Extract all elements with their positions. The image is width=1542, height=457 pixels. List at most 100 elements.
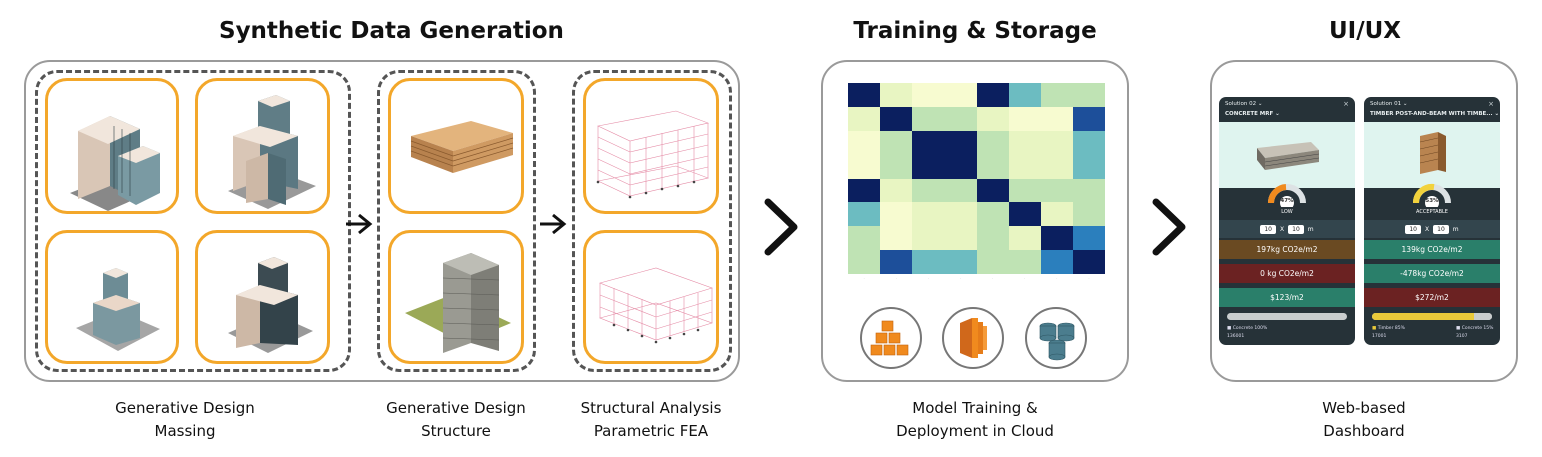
building-massing-icon bbox=[228, 95, 316, 209]
rating-label: LOW bbox=[1281, 209, 1293, 215]
gauge-value: 47% bbox=[1280, 198, 1294, 204]
close-icon[interactable]: × bbox=[1488, 100, 1494, 108]
heatmap-cell bbox=[976, 130, 1009, 155]
carbon-gauge bbox=[1267, 184, 1306, 207]
heatmap-cell bbox=[1072, 202, 1105, 227]
legend-value: 17001 bbox=[1372, 334, 1387, 339]
heatmap-cell bbox=[1072, 83, 1105, 107]
heatmap-cell bbox=[1040, 154, 1073, 179]
heatmap-cell bbox=[880, 130, 913, 155]
dashboard-card-left: Solution 02 ⌄ × CONCRETE MRF ⌄ 47% LOW 1… bbox=[1219, 97, 1355, 345]
heatmap-cell bbox=[1008, 83, 1041, 107]
heatmap-cell bbox=[944, 83, 977, 107]
heatmap-cell bbox=[944, 178, 977, 203]
heatmap-cell bbox=[1072, 130, 1105, 155]
structure-tile-1 bbox=[388, 78, 524, 214]
right-arrow-icon bbox=[346, 213, 373, 235]
structure-group bbox=[377, 70, 536, 372]
material-mix-bar bbox=[1227, 313, 1347, 320]
heatmap-cell bbox=[1008, 226, 1041, 251]
building-preview bbox=[1364, 122, 1500, 188]
heatmap-cell bbox=[976, 83, 1009, 107]
cost-row: $272/m2 bbox=[1364, 288, 1500, 307]
concrete-structure-icon bbox=[405, 253, 511, 353]
building-massing-icon bbox=[228, 257, 313, 353]
heatmap-cell bbox=[880, 154, 913, 179]
fea-tile-1 bbox=[583, 78, 719, 214]
gauge-value: 53% bbox=[1425, 198, 1439, 204]
cost-row: $123/m2 bbox=[1219, 288, 1355, 307]
heatmap-cell bbox=[1008, 250, 1041, 274]
sequestered-carbon-row: 0 kg CO2e/m2 bbox=[1219, 264, 1355, 283]
heatmap-cell bbox=[848, 83, 881, 107]
heatmap-cell bbox=[912, 106, 945, 131]
heatmap-cell bbox=[1072, 106, 1105, 131]
heatmap-cell bbox=[912, 154, 945, 179]
massing-tile-4 bbox=[195, 230, 330, 364]
timber-structure-icon bbox=[410, 121, 514, 173]
heatmap-cell bbox=[848, 250, 881, 274]
aws-compute-icon bbox=[942, 307, 1004, 369]
structure-tile-2 bbox=[388, 230, 524, 364]
building-preview bbox=[1219, 122, 1355, 188]
heatmap-cell bbox=[1040, 250, 1073, 274]
heatmap-cell bbox=[1040, 106, 1073, 131]
heatmap-cell bbox=[880, 83, 913, 107]
uiux-title: UI/UX bbox=[1328, 18, 1402, 44]
synthetic-data-title: Synthetic Data Generation bbox=[219, 18, 564, 44]
legend-concrete: ■ Concrete 15% bbox=[1456, 326, 1494, 331]
heatmap-cell bbox=[912, 202, 945, 227]
legend-value: 136001 bbox=[1227, 334, 1245, 339]
heatmap-cell bbox=[848, 202, 881, 227]
heatmap-cell bbox=[976, 250, 1009, 274]
aws-container-icon bbox=[860, 307, 922, 369]
chevron-right-icon bbox=[1152, 198, 1186, 256]
fea-group bbox=[572, 70, 732, 372]
system-selector[interactable]: CONCRETE MRF ⌄ bbox=[1225, 111, 1280, 117]
heatmap-cell bbox=[976, 202, 1009, 227]
fea-frame-icon bbox=[599, 267, 713, 344]
rating-label: ACCEPTABLE bbox=[1416, 209, 1448, 215]
close-icon[interactable]: × bbox=[1343, 100, 1349, 108]
system-selector[interactable]: TIMBER POST-AND-BEAM WITH TIMBE... ⌄ bbox=[1370, 111, 1500, 117]
heatmap-cell bbox=[848, 226, 881, 251]
heatmap-cell bbox=[848, 130, 881, 155]
solution-selector[interactable]: Solution 02 ⌄ bbox=[1225, 101, 1263, 107]
heatmap-cell bbox=[1008, 130, 1041, 155]
correlation-heatmap bbox=[848, 83, 1105, 274]
carbon-gauge bbox=[1412, 183, 1451, 207]
training-storage-title: Training & Storage bbox=[853, 18, 1097, 44]
heatmap-cell bbox=[880, 226, 913, 251]
heatmap-cell bbox=[1072, 178, 1105, 203]
heatmap-cell bbox=[912, 130, 945, 155]
massing-group bbox=[35, 70, 351, 372]
heatmap-cell bbox=[1008, 154, 1041, 179]
heatmap-cell bbox=[1072, 250, 1105, 274]
heatmap-cell bbox=[976, 226, 1009, 251]
massing-tile-1 bbox=[45, 78, 179, 214]
dashboard-card-right: Solution 01 ⌄ × TIMBER POST-AND-BEAM WIT… bbox=[1364, 97, 1500, 345]
database-icon bbox=[1025, 307, 1087, 369]
heatmap-cell bbox=[976, 106, 1009, 131]
heatmap-cell bbox=[848, 178, 881, 203]
heatmap-cell bbox=[912, 83, 945, 107]
building-massing-icon bbox=[70, 116, 160, 211]
chevron-right-icon bbox=[764, 198, 798, 256]
heatmap-cell bbox=[944, 106, 977, 131]
heatmap-cell bbox=[1040, 83, 1073, 107]
caption-cloud: Model Training &Deployment in Cloud bbox=[896, 399, 1054, 440]
heatmap-cell bbox=[1040, 178, 1073, 203]
heatmap-cell bbox=[880, 178, 913, 203]
heatmap-cell bbox=[944, 226, 977, 251]
heatmap-cell bbox=[976, 178, 1009, 203]
heatmap-cell bbox=[1040, 202, 1073, 227]
heatmap-cell bbox=[1040, 130, 1073, 155]
legend-timber: ■ Timber 85% bbox=[1372, 326, 1405, 331]
heatmap-cell bbox=[1008, 202, 1041, 227]
material-mix-bar bbox=[1372, 313, 1492, 320]
solution-selector[interactable]: Solution 01 ⌄ bbox=[1370, 101, 1408, 107]
embodied-carbon-row: 197kg CO2e/m2 bbox=[1219, 240, 1355, 259]
